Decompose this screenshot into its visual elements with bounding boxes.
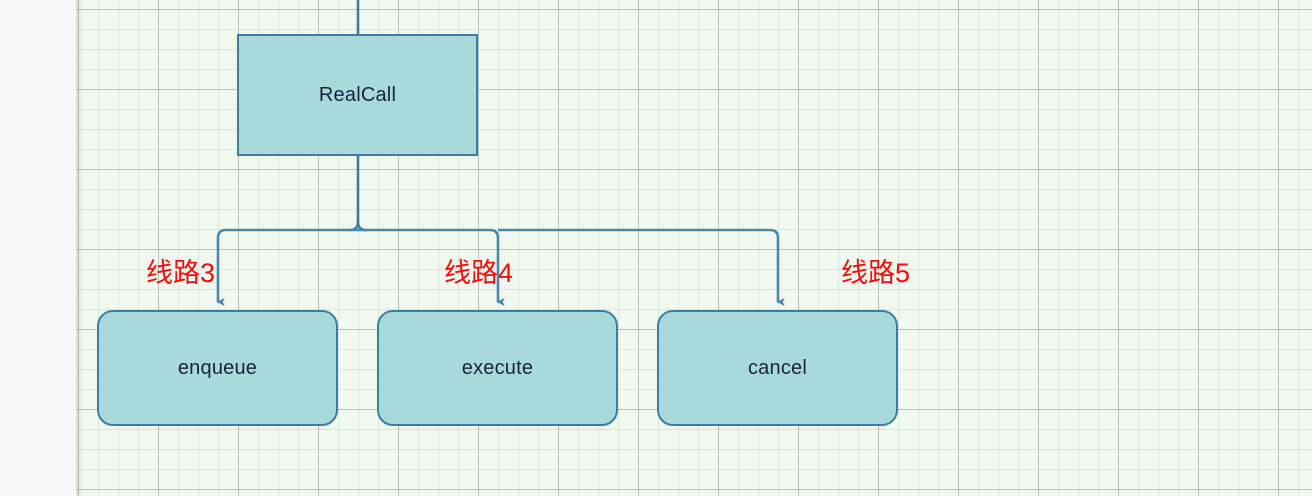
connector-trunk <box>356 154 368 232</box>
connector-to-execute <box>358 228 505 307</box>
connector-to-enqueue <box>216 228 358 307</box>
annotation-route-5: 线路5 <box>841 258 911 288</box>
node-execute[interactable]: execute <box>377 310 618 426</box>
node-enqueue[interactable]: enqueue <box>97 310 338 426</box>
page-gutter <box>0 0 76 496</box>
node-enqueue-label: enqueue <box>177 356 258 379</box>
annotation-route-3: 线路3 <box>146 258 216 288</box>
node-execute-label: execute <box>461 356 534 379</box>
node-realcall-label: RealCall <box>318 83 397 106</box>
node-realcall[interactable]: RealCall <box>237 34 478 156</box>
node-cancel-label: cancel <box>747 356 807 379</box>
connector-to-cancel <box>498 228 785 307</box>
annotation-route-4: 线路4 <box>444 258 514 288</box>
node-cancel[interactable]: cancel <box>657 310 898 426</box>
